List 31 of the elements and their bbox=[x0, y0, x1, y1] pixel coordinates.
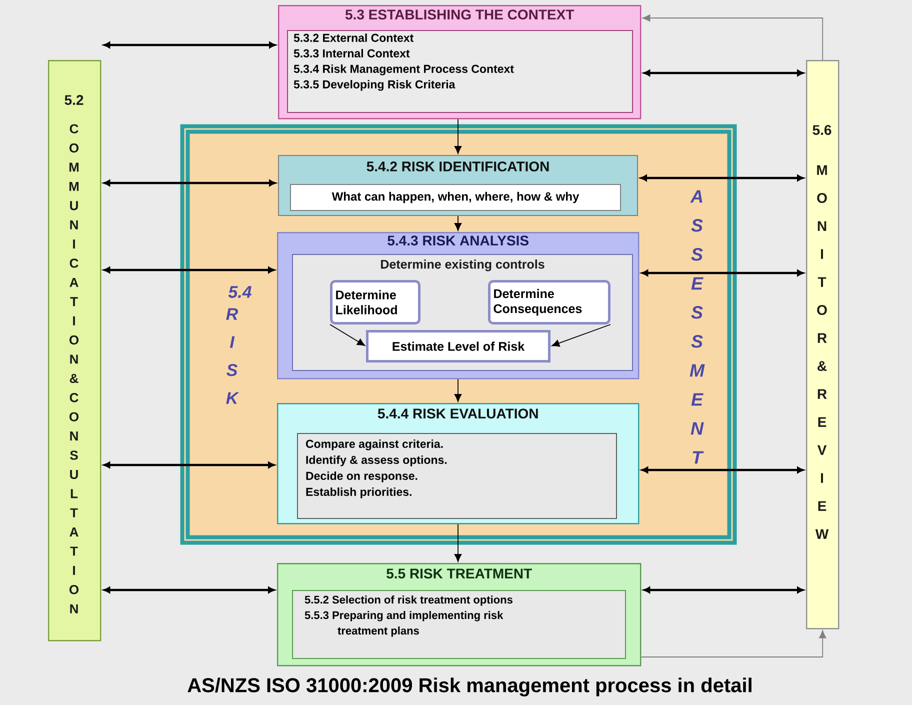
arrow bbox=[641, 270, 804, 276]
communication-column: 5.2 COMMUNICATION & CONSULTATION bbox=[48, 60, 102, 642]
step-box: Determine Consequences bbox=[488, 280, 610, 324]
arrow bbox=[454, 378, 462, 402]
arrow bbox=[103, 180, 276, 186]
arrow bbox=[552, 324, 611, 347]
monitor-column: 5.6 MONITOR & REVIEW bbox=[806, 60, 840, 630]
arrow bbox=[103, 42, 276, 48]
item-list: 5.5.2 Selection of risk treatment options 5.5.3 Preparing and implementing risk treatment plans bbox=[292, 590, 626, 659]
arrow bbox=[103, 266, 275, 274]
section-number: 5.4 bbox=[228, 286, 252, 298]
vertical-label: ASSESSMENT bbox=[690, 190, 705, 464]
arrow bbox=[641, 466, 804, 474]
arrow bbox=[454, 216, 462, 231]
arrow bbox=[103, 586, 275, 594]
arrow bbox=[642, 14, 824, 60]
step-box: Determine Likelihood bbox=[330, 280, 420, 324]
arrow bbox=[330, 324, 366, 346]
arrow bbox=[643, 586, 804, 594]
item-list: 5.3.2 External Context 5.3.3 Internal Context 5.3.4 Risk Management Process Context 5.3.5 Developing Risk Criteria bbox=[287, 30, 633, 113]
text-box: What can happen, when, where, how & why bbox=[290, 184, 621, 211]
arrow bbox=[640, 174, 804, 182]
caption: AS/NZS ISO 31000:2009 Risk management process in detail bbox=[188, 678, 752, 696]
arrow bbox=[640, 630, 826, 658]
vertical-label: RISK bbox=[226, 308, 240, 404]
arrow bbox=[454, 524, 462, 562]
item-list: Compare against criteria. Identify & assess options. Decide on response. Establish priorities. bbox=[297, 433, 617, 519]
arrow bbox=[454, 118, 462, 154]
arrow bbox=[103, 462, 275, 468]
arrow bbox=[643, 70, 804, 76]
step-box: Estimate Level of Risk bbox=[366, 330, 550, 362]
